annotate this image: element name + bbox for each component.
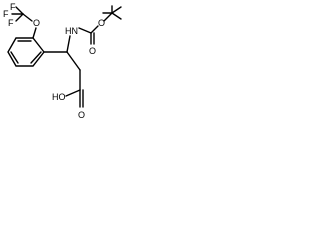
bond-o-carbamate-c xyxy=(90,25,99,34)
atom-f-mid: F xyxy=(3,9,9,19)
bond-acid-oh xyxy=(65,89,81,97)
chemical-structure: F F F O HN O O HO O xyxy=(3,2,122,120)
atom-o-carbamate: O xyxy=(98,18,105,28)
bond-lines xyxy=(7,5,122,108)
atom-o-ether: O xyxy=(33,18,40,28)
bond-tbu-o xyxy=(103,12,113,22)
atom-labels: F F F O HN O O HO O xyxy=(3,2,105,120)
phenyl-double-2 xyxy=(10,51,19,64)
bond-n-chiral xyxy=(66,35,71,53)
bond-cf3-f1 xyxy=(15,6,24,15)
atom-acid-ho: HO xyxy=(52,92,66,102)
bond-chiral-ch2 xyxy=(66,51,81,71)
bond-cf3-f3 xyxy=(15,13,24,22)
phenyl-double-3 xyxy=(30,51,42,64)
atom-f-top: F xyxy=(10,2,16,12)
atom-nh: HN xyxy=(65,26,78,36)
phenyl-ring xyxy=(7,37,45,67)
atom-acid-o: O xyxy=(78,110,85,120)
bond-tbu-4 xyxy=(111,12,122,20)
bond-c-n xyxy=(78,27,92,34)
atom-f-bottom: F xyxy=(8,18,14,28)
bond-o-cf3 xyxy=(22,13,33,22)
bond-tbu-2 xyxy=(111,6,122,14)
bond-ring-o xyxy=(32,27,37,39)
atom-o-carbonyl: O xyxy=(89,46,96,56)
